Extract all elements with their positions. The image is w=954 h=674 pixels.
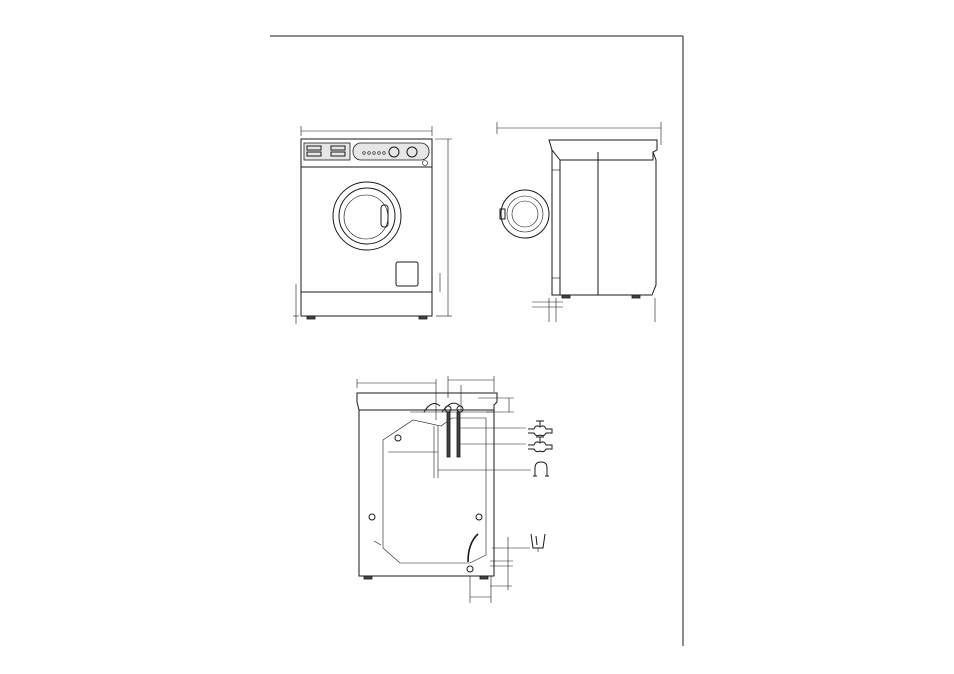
rear-panel	[383, 418, 486, 563]
width-dimension	[301, 126, 432, 136]
transit-bolt-icon	[369, 514, 375, 520]
hose-projection-dimension	[470, 576, 491, 603]
foot	[632, 295, 640, 298]
water-tap-icon	[528, 437, 552, 452]
cabinet-rear	[359, 410, 494, 576]
door-profile	[500, 190, 549, 238]
filter-hatch	[396, 262, 418, 286]
water-tap-icon	[528, 421, 552, 436]
transit-bolt-icon	[395, 435, 401, 441]
worktop	[549, 140, 657, 160]
inlet-hoses	[388, 403, 494, 478]
cabinet-side	[552, 150, 656, 295]
foot	[307, 316, 315, 319]
door	[333, 182, 401, 250]
depth-dimension	[497, 122, 661, 145]
control-panel	[304, 143, 429, 166]
foot-height-dimension	[532, 298, 655, 322]
height-dimension	[435, 139, 452, 316]
drain-hose-hook-icon	[533, 462, 549, 476]
transit-bolt-icon	[476, 514, 482, 520]
foot	[480, 576, 488, 579]
cabinet-body	[301, 139, 432, 316]
drain-hose	[468, 534, 478, 562]
width-dimension	[357, 376, 494, 420]
height-dimension	[478, 398, 514, 590]
drain-standpipe-icon	[531, 534, 545, 552]
transit-bolt-icon	[467, 566, 473, 572]
rear-view	[357, 376, 531, 603]
side-view	[497, 122, 661, 322]
foot	[419, 316, 427, 319]
foot-height-dimension	[293, 284, 299, 324]
foot	[364, 576, 372, 579]
front-view	[293, 126, 452, 324]
foot	[562, 295, 570, 298]
